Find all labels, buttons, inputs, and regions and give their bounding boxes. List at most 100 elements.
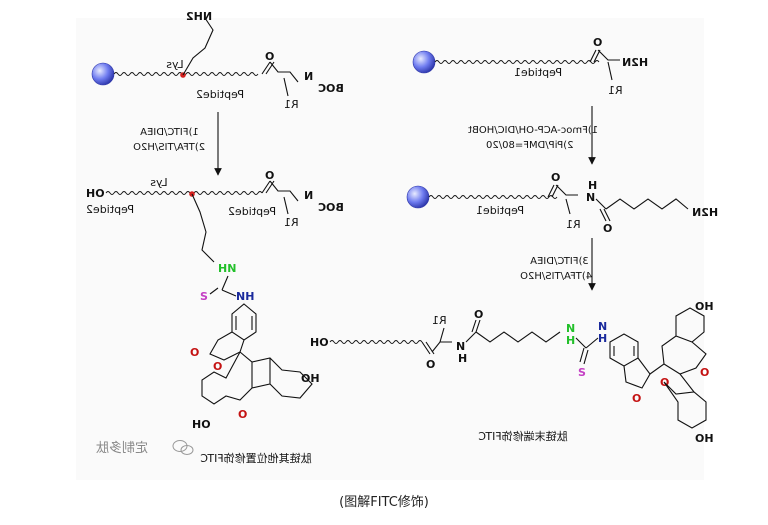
right-top-structure: O H2N R1 Peptide1 [412, 36, 648, 97]
carbonyl [589, 49, 620, 63]
left-top-structure: Lys NH2 O N BOC R1 Peptide2 [91, 10, 344, 111]
ho-label: HO [192, 418, 211, 431]
o-label: O [426, 358, 435, 371]
condition-right-4: 4)TFA/TIS/H2O [520, 271, 592, 282]
r1-label: R1 [284, 98, 299, 111]
ho-label: HO [310, 336, 329, 349]
condition-right-2: 2)PiP/DMF=80/20 [486, 140, 574, 151]
figure-caption: (图解FITC修饰) [339, 495, 429, 510]
right-arrow-2: 3)FITC/DIEA 4)TFA/TIS/H2O [520, 238, 596, 291]
fitc-xanthene [649, 307, 707, 429]
condition-left-2: 2)TFA/TIS/H2O [133, 142, 205, 153]
scheme-panel [76, 18, 704, 480]
r1-label: R1 [284, 216, 299, 229]
r1-bond [439, 327, 445, 343]
o-label: O [474, 308, 483, 321]
n-label: N [566, 322, 575, 335]
oh-label: OH [695, 300, 714, 313]
o-label: O [603, 222, 612, 235]
peptide1-label: Peptide1 [476, 204, 524, 217]
carbonyl [261, 61, 299, 83]
lys-label: Lys [150, 176, 168, 189]
watermark-text: 定制多肽 [96, 440, 148, 456]
right-mid-structure: Peptide1 O R1 H N O H2N [406, 171, 718, 235]
condition-left-1: 1)FITC/DIEA [140, 127, 199, 138]
peptide-chain [113, 72, 259, 76]
o-label: O [700, 366, 709, 379]
carbonyl [547, 184, 578, 198]
s-label: S [578, 366, 586, 379]
r1-label: R1 [432, 314, 447, 327]
lys-side-chain [191, 193, 215, 263]
right-product-structure: HO O R1 N H O N H S N H O O O OH OH [310, 300, 714, 445]
nh2-label: NH2 [186, 10, 212, 23]
fitc-xanthene [201, 351, 313, 405]
oh-label: OH [695, 432, 714, 445]
n-label: N [586, 191, 595, 204]
peptide-chain [428, 195, 558, 199]
o-label: O [265, 169, 274, 182]
wechat-logo-icon [172, 440, 194, 455]
peptide2-label: Peptide2 [86, 203, 134, 216]
carbonyl [261, 180, 299, 202]
r1-label: R1 [566, 218, 581, 231]
peptide2-label: Peptide2 [196, 88, 244, 101]
n-label: N [304, 70, 313, 83]
o-label: O [190, 346, 199, 359]
r1-bond [283, 196, 289, 215]
right-caption: 肽链末端修饰FITC [478, 429, 568, 443]
ho-label: HO [86, 187, 105, 200]
n-label: N [456, 340, 465, 353]
r1-bond [283, 77, 289, 97]
h-label: H [458, 352, 467, 365]
r1-bond [607, 61, 613, 81]
h2n-label: H2N [692, 206, 718, 219]
lys-side-chain [182, 17, 214, 76]
fitc-benzene [609, 333, 639, 367]
boc-label: BOC [318, 82, 344, 95]
boc-label: BOC [318, 201, 344, 214]
condition-right-1: 1)Fmoc-ACP-OH/DIC/HOBt [468, 125, 598, 136]
o-label: O [238, 408, 247, 421]
nh-label: NH [236, 290, 254, 303]
watermark: 定制多肽 [96, 440, 194, 456]
n-label: N [598, 320, 607, 333]
peptide-chain [329, 340, 423, 344]
fitc-benzene [231, 303, 257, 341]
o-label: O [593, 36, 602, 49]
h-label: H [588, 179, 597, 192]
h-label: H [598, 332, 607, 345]
peptide1-label: Peptide1 [514, 66, 562, 79]
peptide2-label: Peptide2 [228, 205, 276, 218]
lys-label: Lys [166, 58, 184, 71]
o-label: O [265, 50, 274, 63]
acp-chain [465, 319, 561, 343]
fitc-lactone [623, 357, 651, 389]
h2n-label: H2N [622, 56, 648, 69]
r1-bond [565, 198, 571, 215]
thiourea [209, 275, 237, 297]
n-label: N [304, 189, 313, 202]
left-product-structure: HO Lys Peptide2 Peptide2 O N BOC R1 HN S… [86, 169, 344, 431]
left-arrow-1: 1)FITC/DIEA 2)TFA/TIS/H2O [133, 112, 222, 176]
right-arrow-1: 1)Fmoc-ACP-OH/DIC/HOBt 2)PiP/DMF=80/20 [468, 106, 598, 165]
hn-label: HN [218, 262, 236, 275]
acp-chain [595, 198, 689, 222]
peptide-chain [105, 191, 263, 195]
r1-label: R1 [608, 84, 623, 97]
resin-bead-icon [91, 62, 115, 86]
oh-label: OH [301, 372, 320, 385]
resin-bead-icon [412, 50, 436, 74]
o-label: O [213, 360, 222, 373]
thiourea [575, 337, 599, 365]
s-label: S [200, 290, 208, 303]
carbonyl [421, 341, 452, 355]
o-label: O [551, 171, 560, 184]
condition-right-3: 3)FITC/DIEA [530, 256, 589, 267]
o-label: O [632, 392, 641, 405]
peptide-chain [434, 60, 600, 64]
left-caption: 肽链其他位置修饰FITC [200, 451, 312, 465]
h-label: H [566, 334, 575, 347]
